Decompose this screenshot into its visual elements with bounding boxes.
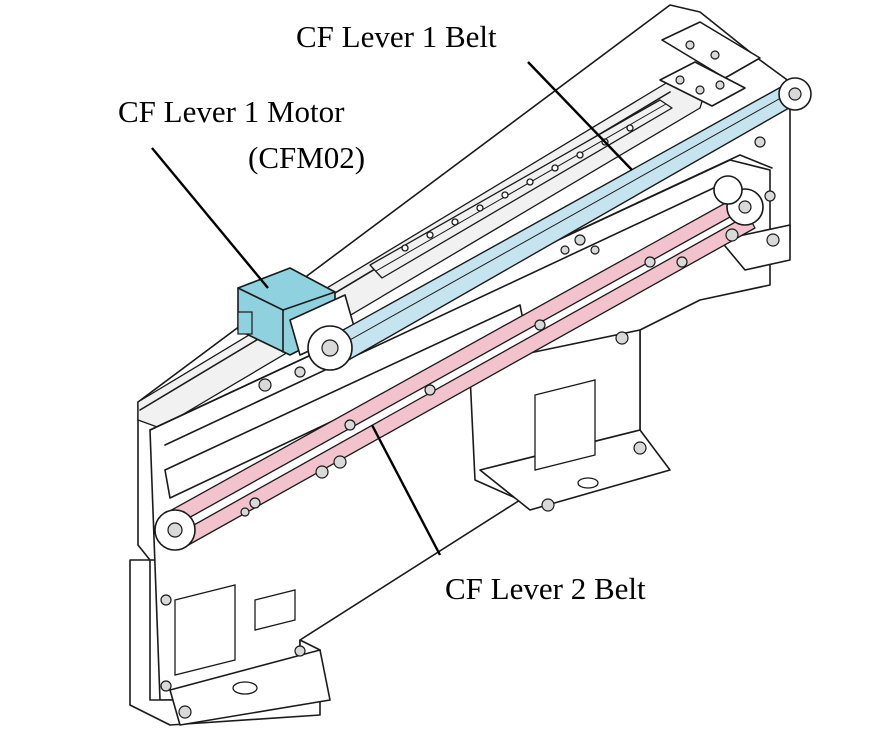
left-foot-slot bbox=[232, 681, 258, 695]
leader-lever1-belt bbox=[527, 61, 633, 171]
label-cf-lever2-belt: CF Lever 2 Belt bbox=[445, 571, 646, 606]
left-leg bbox=[129, 559, 321, 726]
label-cf-lever1-belt: CF Lever 1 Belt bbox=[296, 19, 497, 54]
top-bracket bbox=[661, 21, 761, 79]
lever2-tension-pulley bbox=[713, 175, 743, 205]
right-leg-window bbox=[534, 379, 596, 471]
leader-lever1-motor bbox=[151, 147, 269, 289]
right-foot-slot bbox=[577, 477, 599, 489]
leader-lever2-belt bbox=[370, 424, 442, 556]
label-cfm02: (CFM02) bbox=[248, 140, 366, 175]
fasteners bbox=[160, 40, 780, 719]
left-leg-window bbox=[174, 584, 236, 676]
left-leg-slot bbox=[254, 589, 296, 631]
motor-connector bbox=[237, 311, 253, 335]
rail-holes bbox=[401, 124, 634, 252]
label-cf-lever1-motor: CF Lever 1 Motor bbox=[118, 94, 345, 129]
upper-bracket bbox=[659, 61, 746, 107]
